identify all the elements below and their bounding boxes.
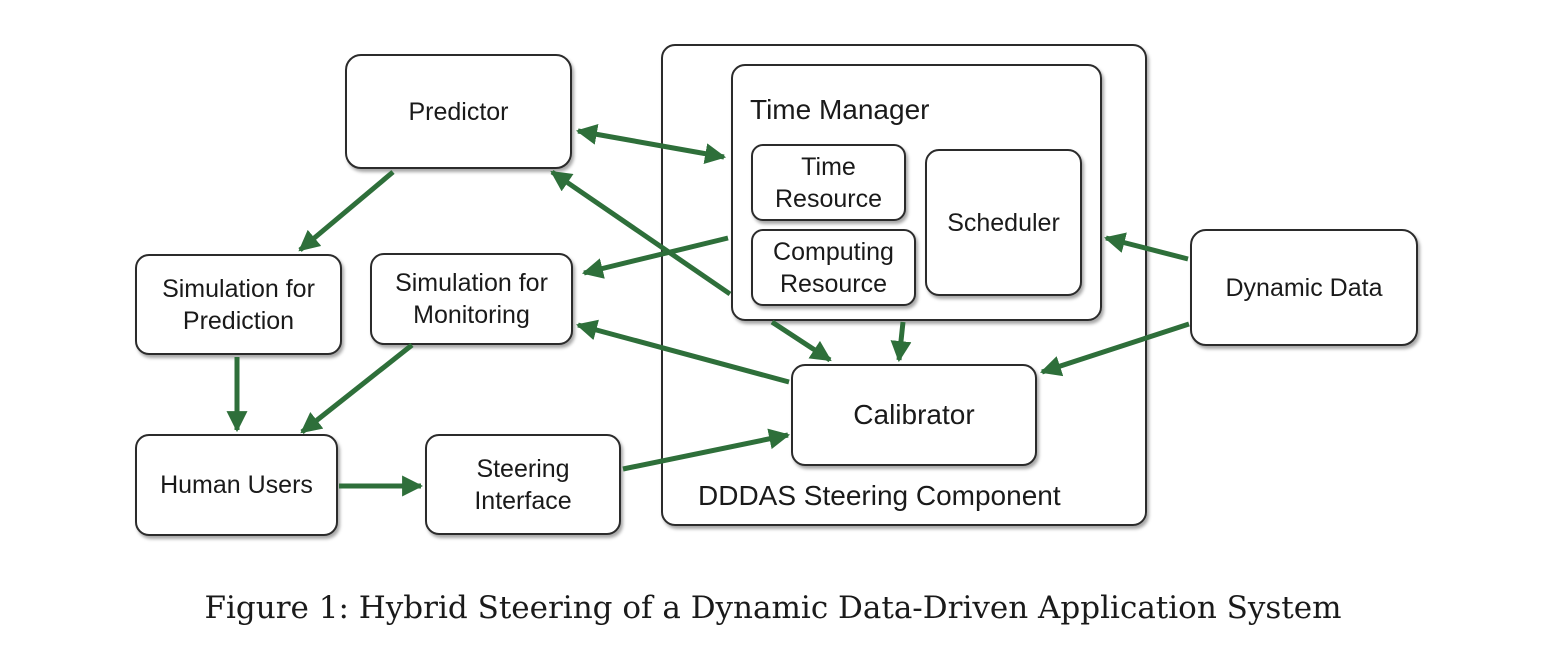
time-manager-container xyxy=(731,64,1102,321)
time-manager-label: Time Manager xyxy=(750,94,930,125)
steering-interface-node: Steering Interface xyxy=(425,434,621,535)
scheduler-node: Scheduler xyxy=(925,149,1082,296)
simulation-for-monitoring-node: Simulation for Monitoring xyxy=(370,253,573,345)
predictor-node: Predictor xyxy=(345,54,572,169)
arrow-sim-monitoring-to-human-users xyxy=(300,343,414,434)
dynamic-data-node: Dynamic Data xyxy=(1190,229,1418,346)
figure-caption: Figure 1: Hybrid Steering of a Dynamic D… xyxy=(204,590,1342,626)
simulation-for-prediction-node: Simulation for Prediction xyxy=(135,254,342,355)
calibrator-node: Calibrator xyxy=(791,364,1037,466)
human-users-node: Human Users xyxy=(135,434,338,536)
computing-resource-node: Computing Resource xyxy=(751,229,916,306)
arrow-predictor-to-sim-prediction xyxy=(298,170,395,252)
time-resource-node: Time Resource xyxy=(751,144,906,221)
dddas-steering-component-label: DDDAS Steering Component xyxy=(698,480,1061,511)
